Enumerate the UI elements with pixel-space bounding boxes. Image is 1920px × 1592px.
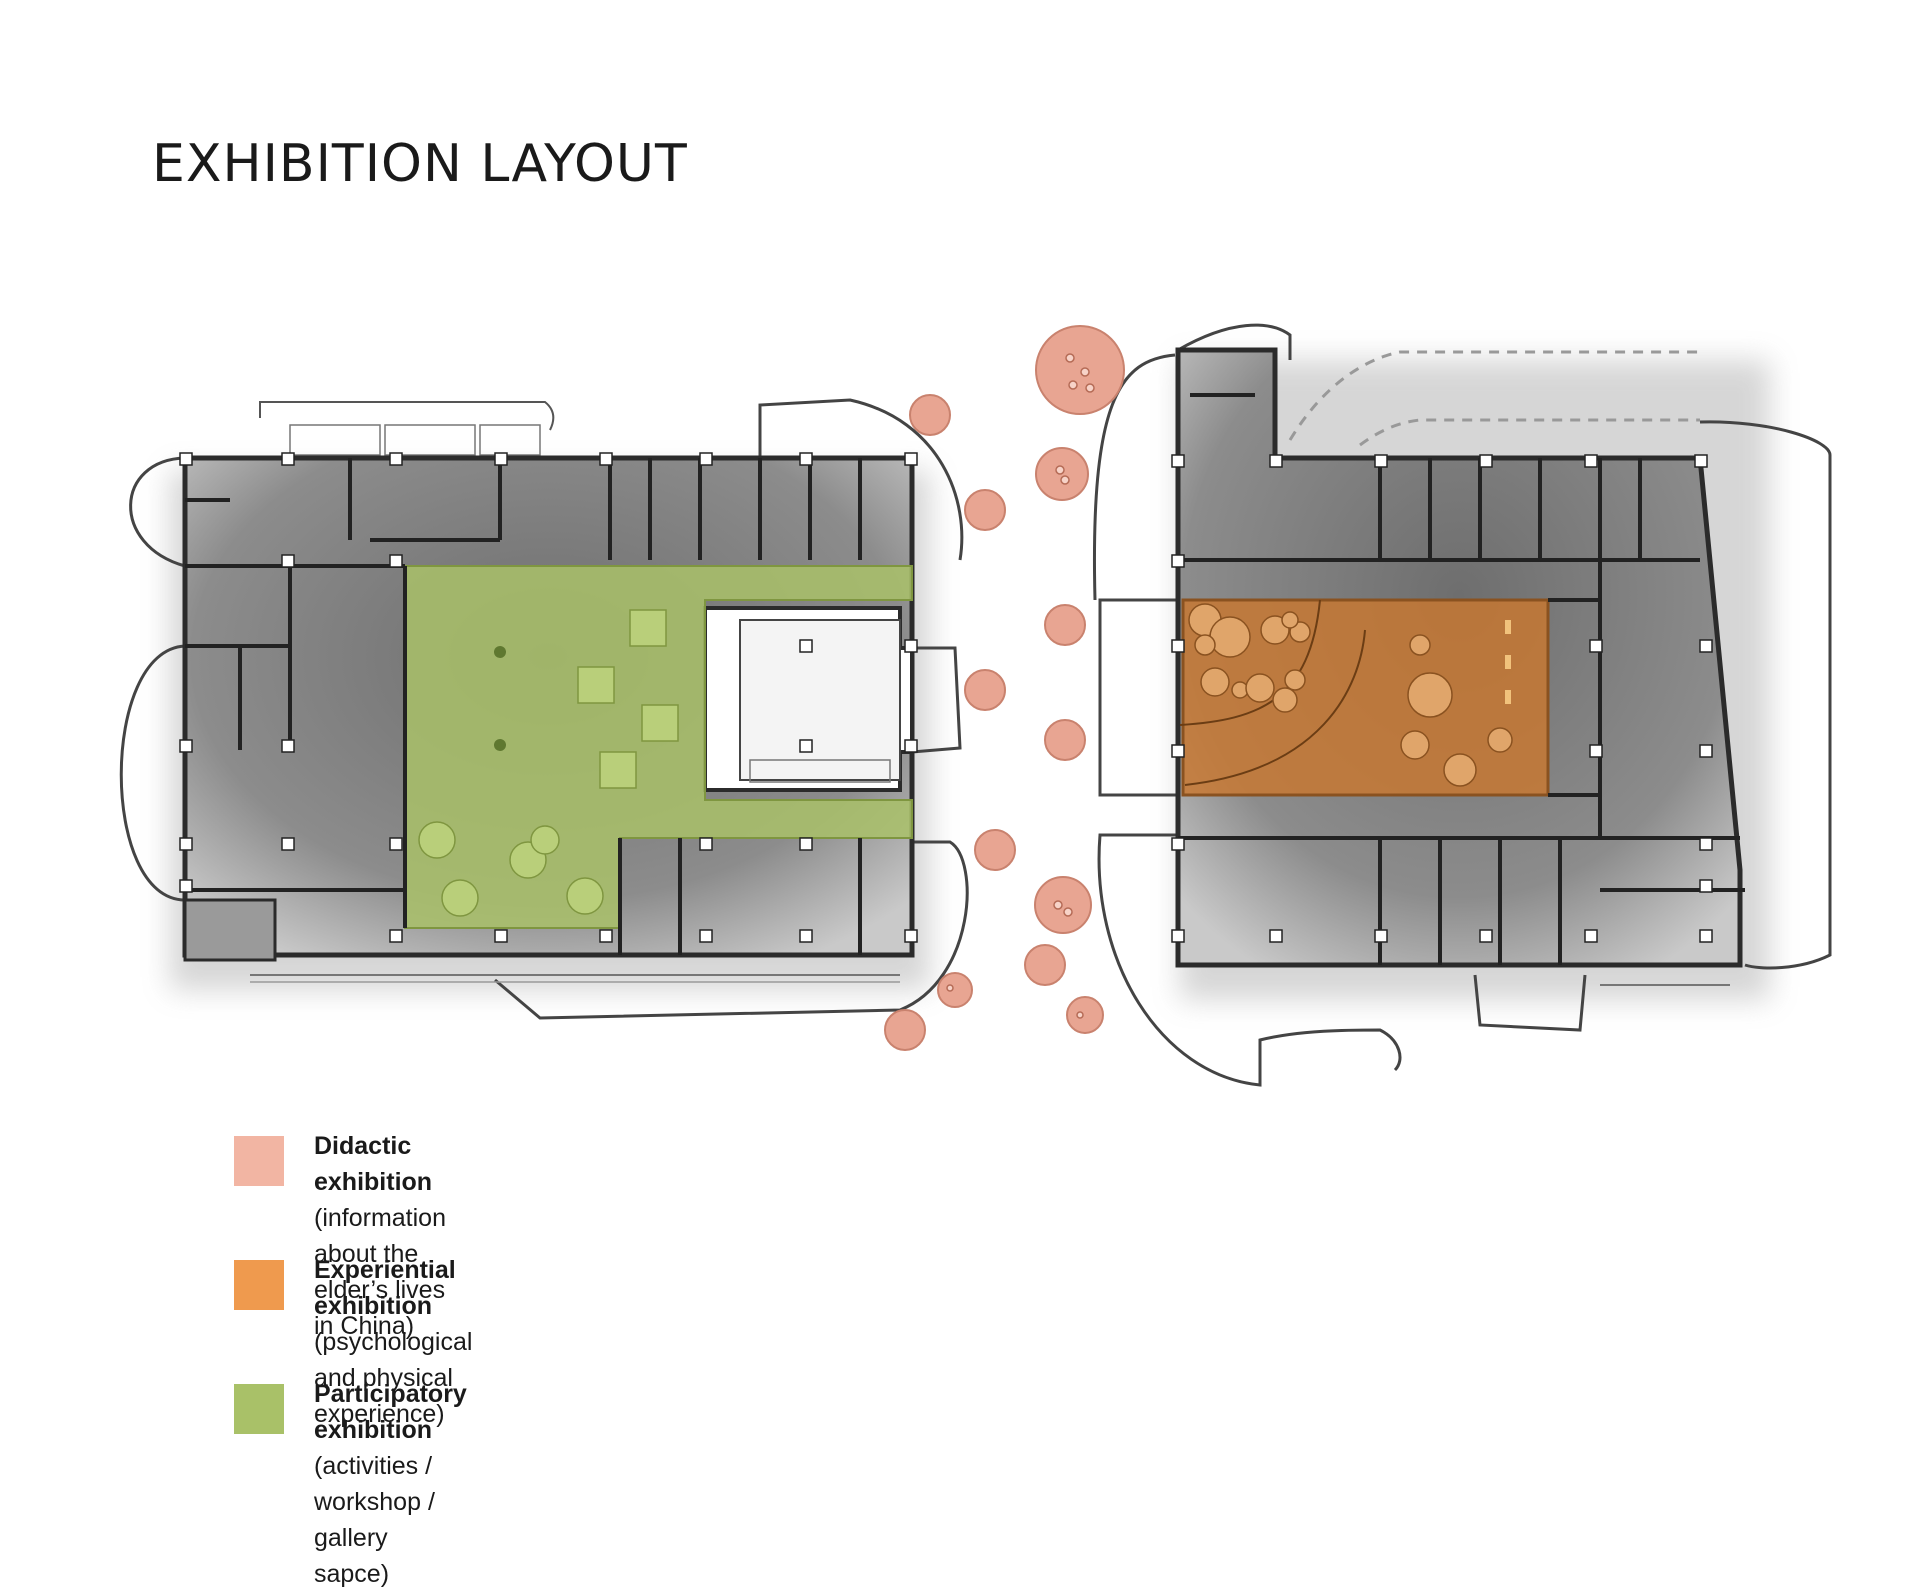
legend-description: (psychological and physical experience) xyxy=(314,1328,473,1428)
legend-swatch-experiential xyxy=(234,1260,284,1310)
legend-label: Didactic exhibition xyxy=(314,1132,433,1196)
didactic-pods xyxy=(884,325,1125,1051)
left-building xyxy=(119,398,969,1020)
legend-swatch-participatory xyxy=(234,1384,284,1434)
legend-label: Experiential exhibition xyxy=(314,1256,456,1320)
page-title: EXHIBITION LAYOUT xyxy=(152,134,688,194)
right-building xyxy=(1092,323,1832,1087)
legend-description: (activities / workshop / gallery sapce) xyxy=(314,1452,435,1588)
legend-description: (information about the elder’s lives in … xyxy=(314,1204,446,1340)
legend-swatch-didactic xyxy=(234,1136,284,1186)
legend-label: Participatory exhibition xyxy=(314,1380,467,1444)
floor-plan xyxy=(119,323,1832,1087)
